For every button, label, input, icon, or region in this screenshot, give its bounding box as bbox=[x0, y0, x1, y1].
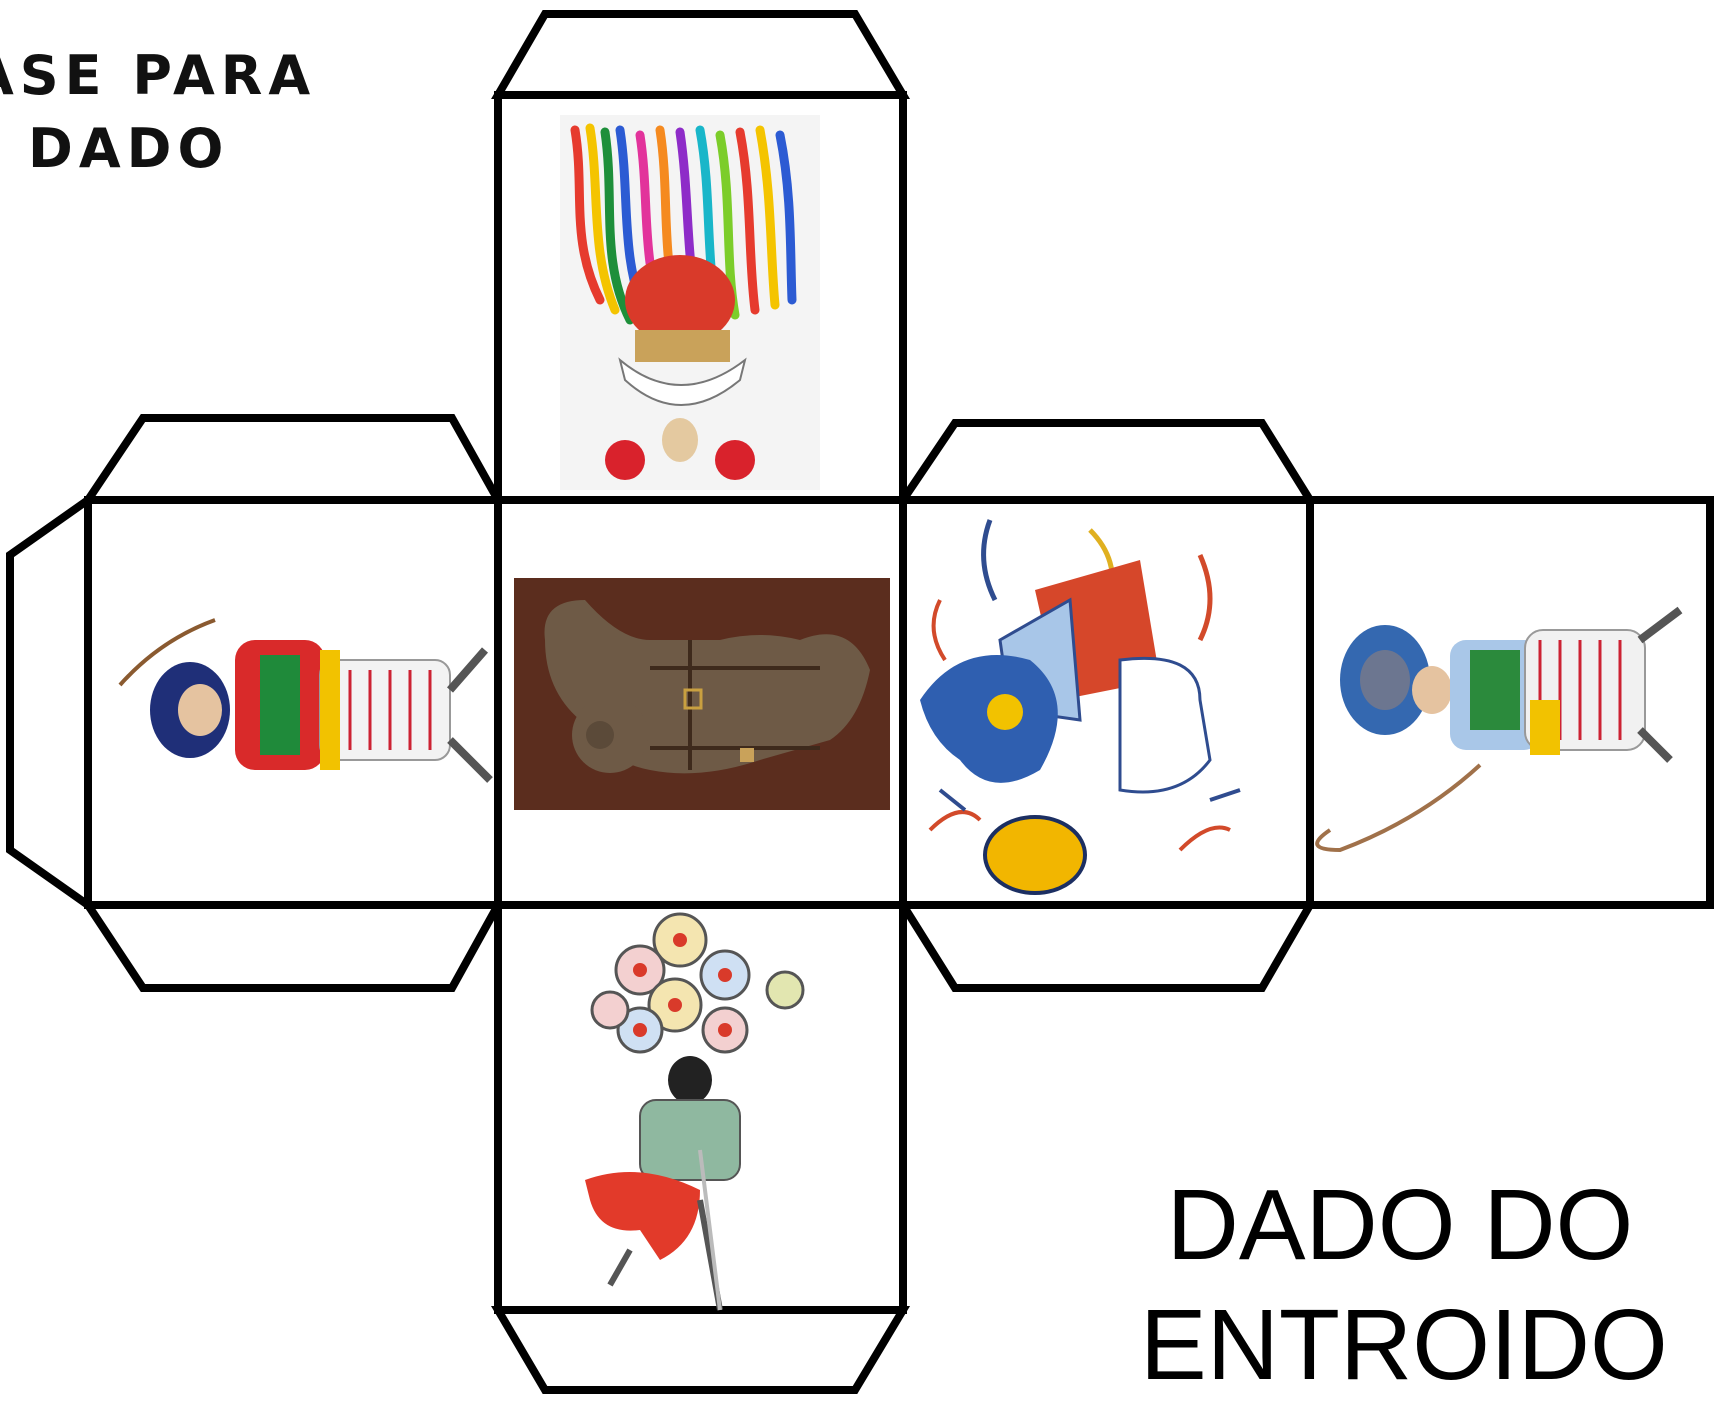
face-center-right-picture bbox=[920, 519, 1241, 895]
face-top-picture bbox=[560, 115, 820, 490]
main-title-line2: ENTROIDO bbox=[1140, 1289, 1668, 1401]
main-title-line1: DADO DO bbox=[1166, 1169, 1634, 1281]
corner-title: ASE PARA DADO bbox=[0, 40, 316, 186]
face-left-picture bbox=[118, 618, 493, 783]
corner-title-line1: ASE PARA bbox=[0, 44, 317, 107]
tab-left-side bbox=[6, 492, 92, 913]
face-center-picture bbox=[514, 578, 890, 810]
net-outline bbox=[6, 10, 1714, 1394]
tab-left-top bbox=[80, 414, 505, 504]
face-right-frame bbox=[1306, 496, 1714, 909]
corner-title-line2: DADO bbox=[28, 116, 230, 180]
tab-bottom bbox=[491, 1306, 911, 1394]
face-bottom-picture bbox=[585, 912, 805, 1311]
tab-center-right-top bbox=[895, 419, 1318, 504]
tab-left-bottom bbox=[80, 901, 505, 992]
face-right-picture bbox=[1315, 606, 1683, 853]
tab-center-right-bottom bbox=[895, 901, 1317, 992]
main-title: DADO DO ENTROIDO bbox=[1140, 1165, 1668, 1405]
tab-top bbox=[491, 10, 911, 99]
